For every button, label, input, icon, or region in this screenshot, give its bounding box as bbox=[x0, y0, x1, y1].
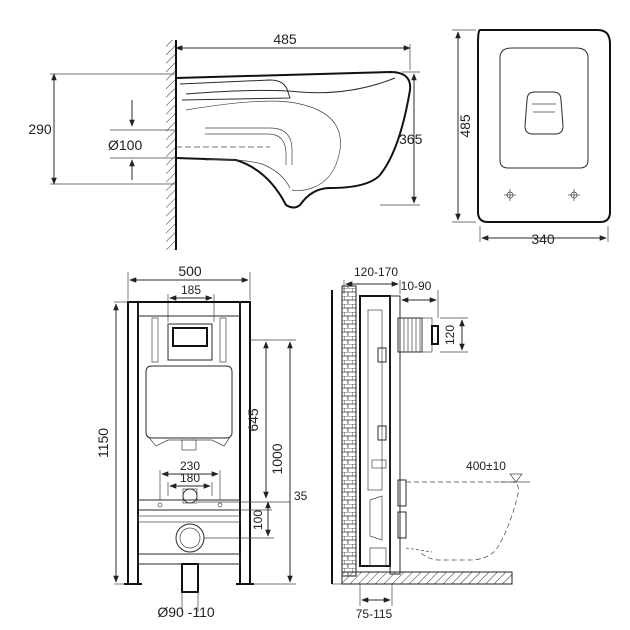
flush-plate-opening bbox=[167, 323, 213, 361]
dim-180: 180 bbox=[180, 471, 200, 485]
bolt-upper bbox=[397, 479, 407, 507]
dim-75-115: 75-115 bbox=[356, 607, 393, 621]
toilet-outline-dashed bbox=[406, 481, 519, 561]
dim-340: 340 bbox=[531, 231, 555, 247]
dim-365: 365 bbox=[399, 131, 423, 147]
middle-rail bbox=[137, 499, 241, 511]
flush-box bbox=[397, 317, 423, 353]
dim-d100: Ø100 bbox=[108, 137, 142, 153]
dim-485-top: 485 bbox=[273, 31, 297, 47]
cistern bbox=[145, 365, 233, 439]
frame-side-view: 120-170 10-90 120 400±10 75-115 bbox=[331, 265, 530, 621]
inlet-pipe bbox=[205, 127, 293, 165]
top-bowl bbox=[499, 47, 589, 169]
frame-front-view: 500 185 230 180 bbox=[95, 263, 308, 620]
dim-drain: Ø90 -110 bbox=[157, 604, 215, 620]
dim-400: 400±10 bbox=[466, 459, 506, 473]
rim-line bbox=[185, 77, 396, 95]
water-inlet bbox=[182, 488, 198, 504]
dim-120: 120 bbox=[443, 325, 457, 345]
cistern-side bbox=[367, 309, 383, 491]
dim-100: 100 bbox=[251, 510, 265, 530]
bowl-outline bbox=[175, 70, 412, 209]
fixing-mark-right bbox=[568, 189, 580, 201]
dim-35: 35 bbox=[294, 489, 308, 503]
dim-120-170: 120-170 bbox=[354, 265, 398, 279]
floor-hatch bbox=[341, 571, 513, 585]
dim-645: 645 bbox=[245, 408, 261, 432]
seat bbox=[179, 79, 291, 101]
fixing-mark-left bbox=[504, 189, 516, 201]
side-view: 485 290 Ø100 365 bbox=[28, 31, 423, 250]
dim-1000: 1000 bbox=[269, 443, 285, 474]
brick-wall bbox=[341, 285, 357, 577]
dim-500: 500 bbox=[178, 263, 202, 279]
frame-left-post bbox=[127, 301, 139, 585]
bolt-lower bbox=[397, 511, 407, 539]
dim-290: 290 bbox=[28, 121, 52, 137]
top-outline bbox=[477, 29, 611, 223]
dim-1150: 1150 bbox=[95, 428, 111, 458]
dim-230: 230 bbox=[180, 459, 200, 473]
bottom-rail bbox=[137, 553, 241, 565]
inner-trap bbox=[185, 100, 341, 192]
top-drain bbox=[524, 91, 564, 135]
dim-185: 185 bbox=[181, 283, 201, 297]
drain-pipe bbox=[181, 563, 199, 593]
dim-10-90: 10-90 bbox=[401, 279, 432, 293]
flush-button bbox=[172, 327, 208, 347]
wall-hatch bbox=[166, 40, 176, 250]
outlet-curve bbox=[204, 159, 291, 189]
dim-485-side: 485 bbox=[457, 114, 473, 138]
top-view: 485 340 bbox=[452, 29, 611, 247]
frame-top-rail bbox=[137, 301, 241, 317]
frame-right-post bbox=[239, 301, 251, 585]
